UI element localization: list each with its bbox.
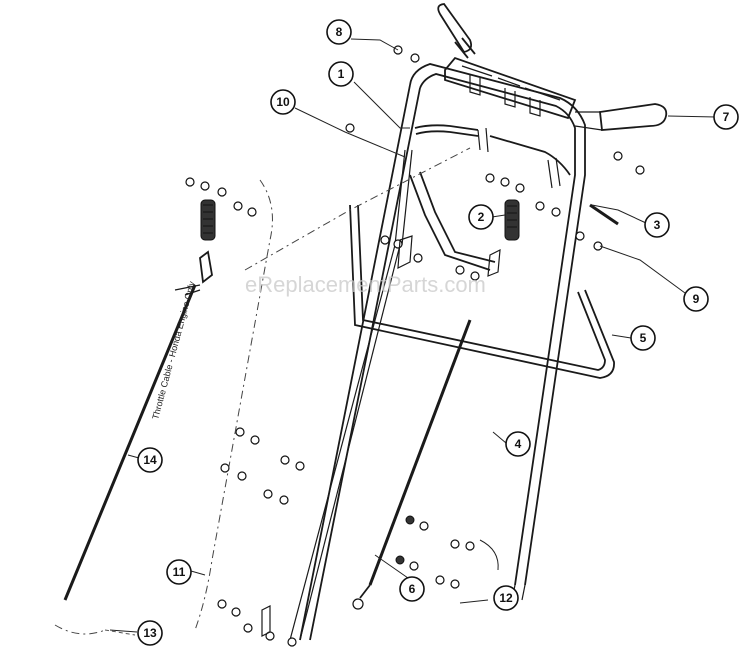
control-cable (352, 319, 472, 610)
callout-5: 5 (630, 325, 656, 351)
callout-1: 1 (328, 61, 354, 87)
callout-12: 12 (493, 585, 519, 611)
svg-text:14: 14 (143, 453, 157, 467)
callout-2: 2 (468, 204, 494, 230)
right-grip (574, 103, 668, 131)
svg-text:6: 6 (409, 582, 416, 596)
svg-text:10: 10 (276, 95, 290, 109)
svg-text:1: 1 (338, 67, 345, 81)
lower-bail (349, 204, 615, 379)
callout-9: 9 (683, 286, 709, 312)
spring-right (504, 199, 520, 241)
control-bail (414, 124, 619, 226)
spring-left (200, 199, 216, 241)
svg-text:2: 2 (478, 210, 485, 224)
svg-text:5: 5 (640, 331, 647, 345)
svg-text:13: 13 (143, 626, 157, 640)
svg-text:11: 11 (173, 565, 186, 579)
svg-text:4: 4 (515, 437, 522, 451)
callout-4: 4 (505, 431, 531, 457)
left-grip (437, 3, 476, 59)
svg-text:12: 12 (499, 591, 513, 605)
rods (289, 149, 496, 641)
hardware (185, 45, 645, 647)
watermark: eReplacementParts.com (245, 272, 486, 297)
callout-13: 13 (137, 620, 163, 646)
callout-8: 8 (326, 19, 352, 45)
callout-10: 10 (270, 89, 296, 115)
callout-11: 11 (166, 559, 192, 585)
cable-note: Throttle Cable - Honda Engine Only (150, 280, 197, 421)
callout-6: 6 (399, 576, 425, 602)
callout-7: 7 (713, 104, 739, 130)
svg-text:3: 3 (654, 218, 661, 232)
throttle-cable (63, 250, 213, 601)
callout-3: 3 (644, 212, 670, 238)
svg-text:7: 7 (723, 110, 730, 124)
dashed-outlines (54, 147, 471, 636)
svg-text:9: 9 (693, 292, 700, 306)
leader-lines (109, 38, 717, 633)
callout-14: 14 (137, 447, 163, 473)
control-panel (444, 56, 577, 120)
svg-text:8: 8 (336, 25, 343, 39)
